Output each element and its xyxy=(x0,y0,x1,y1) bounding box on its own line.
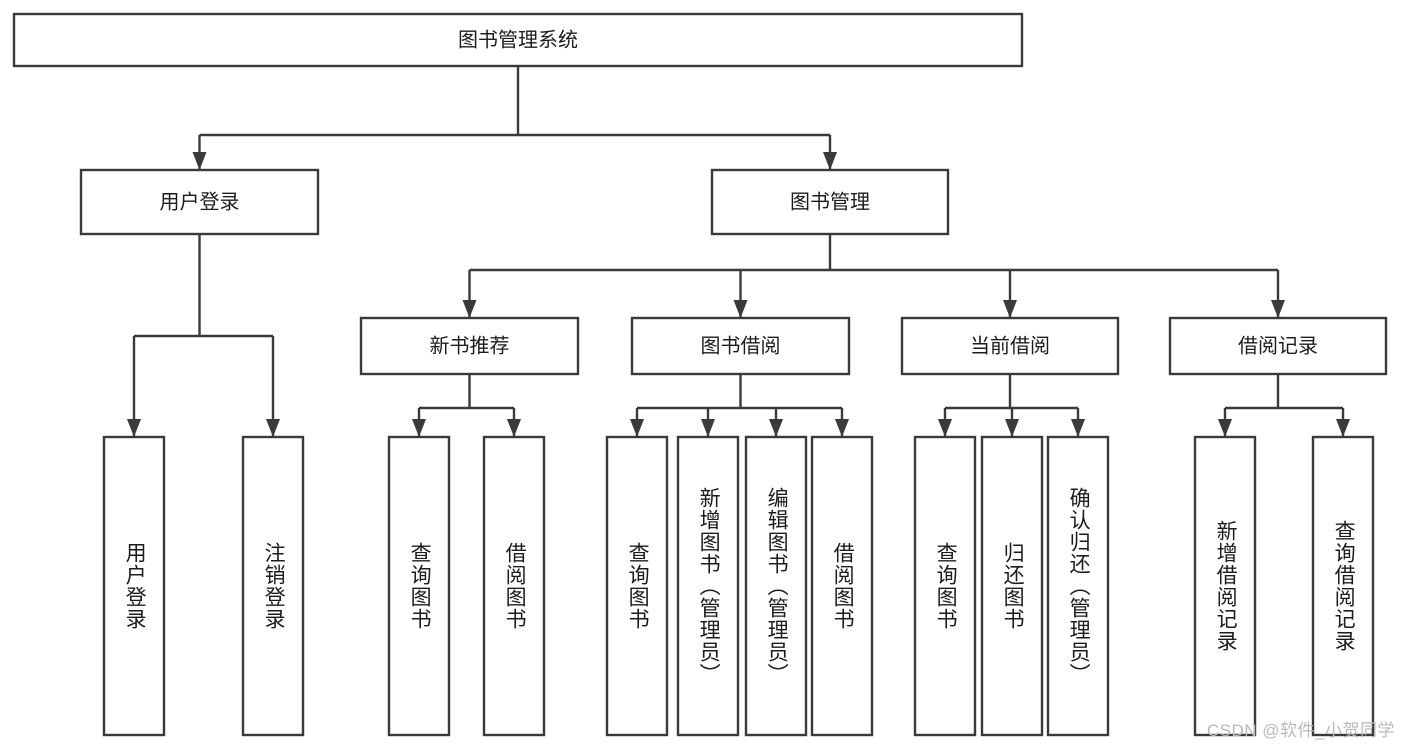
arrow-head-icon xyxy=(733,300,748,318)
arrow-head-icon xyxy=(835,419,849,437)
leaf-node-box[interactable] xyxy=(241,435,305,737)
leaf-node-box[interactable] xyxy=(605,435,669,737)
level2-node-label: 用户登录 xyxy=(160,190,240,213)
leaf-node-box[interactable] xyxy=(913,435,977,737)
level3-node-box[interactable] xyxy=(630,316,851,376)
leaf-node-box[interactable] xyxy=(676,435,740,737)
arrow-head-icon xyxy=(1336,419,1350,437)
arrow-head-icon xyxy=(1071,419,1085,437)
root-node-label: 图书管理系统 xyxy=(458,28,578,51)
level3-node-box[interactable] xyxy=(1168,316,1388,376)
leaf-node-box[interactable] xyxy=(1193,435,1257,737)
arrow-head-icon xyxy=(127,419,141,437)
watermark-text: CSDN @软件_小贺同学 xyxy=(1206,721,1395,740)
arrow-head-icon xyxy=(823,152,837,170)
arrow-head-icon xyxy=(630,419,644,437)
level2-node-box[interactable] xyxy=(79,168,320,236)
leaf-node-box[interactable] xyxy=(387,435,451,737)
arrow-head-icon xyxy=(1218,419,1232,437)
arrow-head-icon xyxy=(1271,300,1285,318)
arrow-head-icon xyxy=(938,419,952,437)
arrow-head-icon xyxy=(507,419,521,437)
connector-lines xyxy=(127,66,1350,437)
leaf-node-box[interactable] xyxy=(482,435,546,737)
arrow-head-icon xyxy=(769,419,783,437)
leaf-node-box[interactable] xyxy=(744,435,808,737)
level3-node-label: 借阅记录 xyxy=(1238,334,1318,357)
arrow-head-icon xyxy=(701,419,715,437)
level3-node-box[interactable] xyxy=(900,316,1120,376)
arrow-head-icon xyxy=(1005,419,1019,437)
arrow-head-icon xyxy=(462,300,477,318)
leaf-node-box[interactable] xyxy=(1046,435,1110,737)
arrow-head-icon xyxy=(412,419,426,437)
level3-node-label: 当前借阅 xyxy=(970,334,1050,357)
level3-node-label: 图书借阅 xyxy=(701,334,781,357)
root-node-box[interactable] xyxy=(12,12,1024,68)
leaf-node-box[interactable] xyxy=(980,435,1044,737)
level2-node-box[interactable] xyxy=(710,168,950,236)
level3-node-label: 新书推荐 xyxy=(430,334,510,357)
arrow-head-icon xyxy=(266,419,280,437)
arrow-head-icon xyxy=(192,152,207,170)
node-boxes xyxy=(12,12,1388,737)
arrow-head-icon xyxy=(1003,300,1017,318)
leaf-node-box[interactable] xyxy=(1311,435,1375,737)
level3-node-box[interactable] xyxy=(359,316,580,376)
level2-node-label: 图书管理 xyxy=(790,190,870,213)
leaf-node-box[interactable] xyxy=(102,435,166,737)
leaf-node-box[interactable] xyxy=(810,435,874,737)
